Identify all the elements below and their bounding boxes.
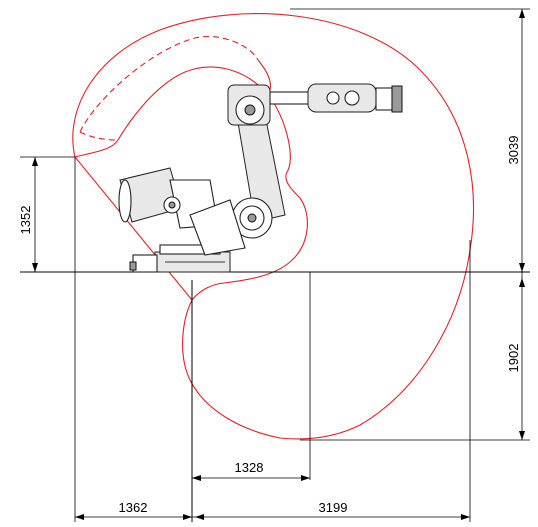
lower-arm bbox=[189, 99, 286, 256]
reference-lines bbox=[20, 8, 530, 522]
work-envelope bbox=[72, 13, 474, 440]
robot-base bbox=[129, 244, 231, 273]
robot-illustration bbox=[118, 83, 403, 273]
dimension-arrows bbox=[32, 9, 525, 520]
dimension-label-inner-radius: 1328 bbox=[235, 460, 264, 475]
dimension-label-shoulder-height: 1352 bbox=[18, 206, 33, 235]
dimension-label-bottom-depth: 1902 bbox=[506, 344, 521, 373]
dimension-label-rear-reach: 1362 bbox=[119, 500, 148, 515]
upper-arm bbox=[227, 83, 403, 126]
dimension-label-top-height: 3039 bbox=[506, 136, 521, 165]
dimension-label-front-reach: 3199 bbox=[319, 500, 348, 515]
